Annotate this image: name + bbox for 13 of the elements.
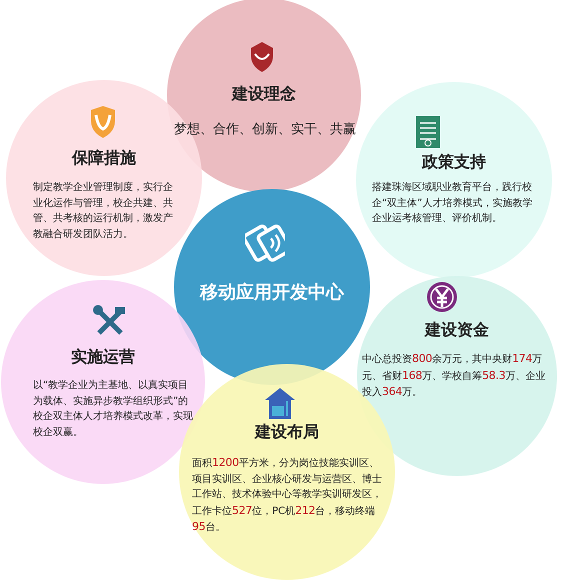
petal-description: 搭建珠海区域职业教育平台，践行校企“双主体”人才培养模式，实施教学企业运考核管理、评价机制。 [372,180,534,226]
petal-heading: 实施运营 [70,347,136,368]
petal-heading: 保障措施 [70,148,137,169]
center-title: 移动应用开发中心 [198,281,346,304]
petal-description: 制定教学企业管理制度，实行企业化运作与管理，校企共建、共管、共考核的运行机制，激发产教融合研发团队活力。 [33,180,173,242]
petal-description: 梦想、合作、创新、实干、共赢 [173,122,357,138]
petal-description: 面积1200平方米，分为岗位技能实训区、项目实训区、企业核心研发与运营区、博士工作站、技术体验中心等教学实训研发区，工作卡位527位，PC机212台，移动终端95台。 [192,455,383,535]
petal-heading: 政策支持 [420,152,487,173]
petal-heading: 建设资金 [423,320,490,341]
petal-description: 中心总投资800余万元，其中央财174万元、省财168万、学校自筹58.3万、企业投入364万。 [362,351,546,400]
petal-heading: 建设理念 [230,84,297,105]
petal-heading: 建设布局 [253,422,320,443]
petal-description: 以“教学企业为主基地、以真实项目为载体、实施异步教学组织形式”的校企双主体人才培养模式改革，实现校企双赢。 [33,378,194,440]
